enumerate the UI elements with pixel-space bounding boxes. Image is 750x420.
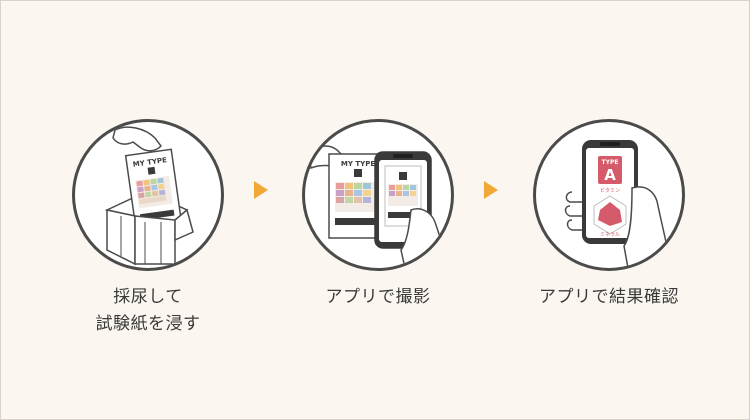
step-3-label: アプリで結果確認 bbox=[514, 284, 704, 311]
phone-result-illustration: TYPE A ビタミン ミネラル bbox=[564, 140, 668, 268]
step-2-label-line-1: アプリで撮影 bbox=[325, 287, 431, 307]
result-label-vitamin: ビタミン bbox=[600, 187, 620, 194]
result-type-value: A bbox=[604, 166, 616, 184]
step-1-illustration: MY TYPE bbox=[72, 119, 224, 271]
result-type-label: TYPE bbox=[602, 159, 619, 166]
phone-photographing-card-illustration: MY TYPE bbox=[308, 145, 445, 268]
step-3-label-line-1: アプリで結果確認 bbox=[539, 287, 679, 307]
step-1-label-line-2: 試験紙を浸す bbox=[95, 314, 201, 334]
step-3-illustration: TYPE A ビタミン ミネラル bbox=[533, 119, 685, 271]
card-title: MY TYPE bbox=[341, 160, 375, 168]
step-2-illustration: MY TYPE bbox=[302, 119, 454, 271]
triangle-right-icon bbox=[484, 181, 498, 199]
test-strip-in-box-illustration: MY TYPE bbox=[104, 126, 194, 266]
step-2-label: アプリで撮影 bbox=[283, 284, 473, 311]
result-label-mineral: ミネラル bbox=[600, 232, 620, 238]
step-1-label-line-1: 採尿して bbox=[113, 287, 183, 307]
triangle-right-icon bbox=[254, 181, 268, 199]
step-1-label: 採尿して 試験紙を浸す bbox=[53, 284, 243, 338]
